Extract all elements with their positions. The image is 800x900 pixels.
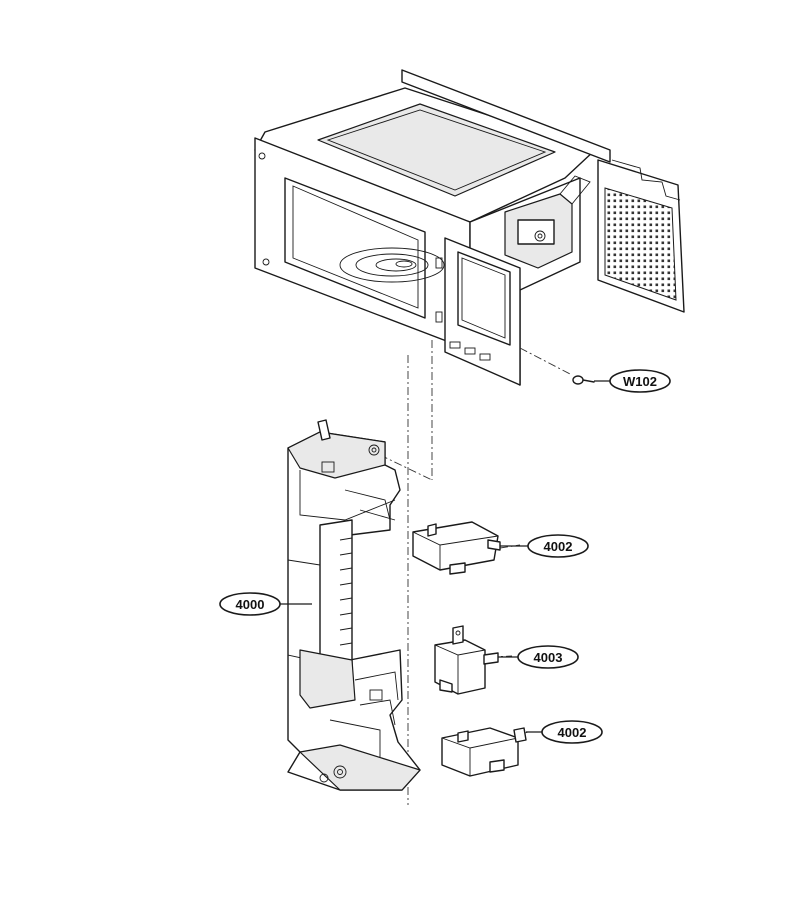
callout-label: 4000 <box>236 597 265 612</box>
callout-4002-top: 4002 <box>500 534 589 558</box>
callout-label: 4002 <box>544 539 573 554</box>
callout-w102: W102 <box>594 369 671 393</box>
micro-switch-4003 <box>434 625 499 695</box>
screw-w102 <box>572 375 595 385</box>
callout-label: 4003 <box>534 650 563 665</box>
grille-panel <box>597 159 685 313</box>
callout-4002-bottom: 4002 <box>526 720 603 744</box>
magnetron-bracket <box>504 175 591 269</box>
microwave-cavity-assembly <box>254 69 685 386</box>
callout-label: W102 <box>623 374 657 389</box>
latch-bracket-4000 <box>287 419 421 791</box>
micro-switch-4002-bottom <box>441 727 527 777</box>
callout-label: 4002 <box>558 725 587 740</box>
callout-4000: 4000 <box>219 592 312 616</box>
micro-switch-4002-top <box>412 521 501 575</box>
callout-4003: 4003 <box>498 645 579 669</box>
turntable <box>339 247 445 283</box>
